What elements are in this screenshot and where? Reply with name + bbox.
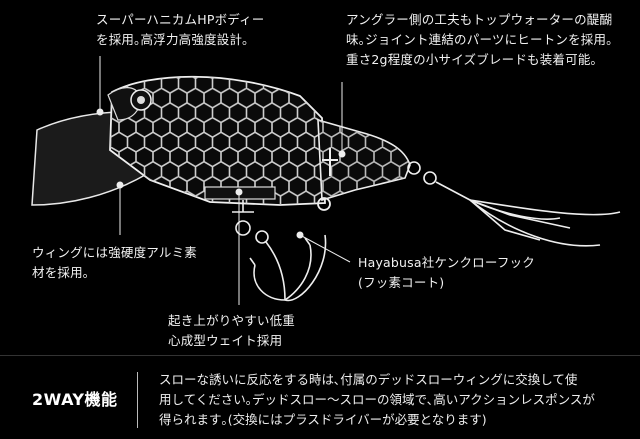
callout-weight-line2: 心成型ウェイト採用 (168, 333, 283, 348)
callout-wing: ウィングには強硬度アルミ素 材を採用｡ (32, 243, 197, 283)
callout-joint-line1: アングラー側の工夫もトップウォーターの醍醐 (346, 12, 613, 27)
callout-joint-line3: 重さ2g程度の小サイズブレードも装着可能｡ (346, 52, 597, 67)
belly-hook (232, 200, 327, 302)
feature-title: 2WAY機能 (32, 390, 118, 409)
callout-weight-line1: 起き上がりやすい低重 (168, 313, 296, 328)
callout-joint-line2: 味｡ジョイント連結のパーツにヒートンを採用｡ (346, 32, 613, 47)
callout-body: スーパーハニカムHPボディー を採用｡高浮力高強度設計｡ (96, 10, 265, 50)
callout-joint: アングラー側の工夫もトップウォーターの醍醐 味｡ジョイント連結のパーツにヒートン… (346, 10, 613, 70)
callout-wing-line2: 材を採用｡ (32, 265, 90, 280)
feature-line2: 用してください｡デッドスロー〜スローの領域で､高いアクションレスポンスが (159, 392, 595, 407)
callout-wing-line1: ウィングには強硬度アルミ素 (32, 245, 197, 260)
feature-separator (137, 372, 138, 428)
callout-body-line2: を採用｡高浮力高強度設計｡ (96, 32, 249, 47)
callout-hook-line1: Hayabusa社ケンクローフック (358, 255, 535, 270)
callout-body-line1: スーパーハニカムHPボディー (96, 12, 265, 27)
honeycomb-body (107, 75, 326, 206)
callout-hook-line2: (フッ素コート) (358, 275, 445, 290)
tail-section (317, 118, 411, 211)
tail-hook (407, 161, 621, 247)
callout-weight: 起き上がりやすい低重 心成型ウェイト採用 (168, 311, 295, 351)
feature-line1: スローな誘いに反応をする時は､付属のデッドスローウィングに交換して使 (159, 372, 578, 387)
feature-line3: 得られます｡(交換にはプラスドライバーが必要となります) (159, 412, 487, 427)
section-divider (0, 355, 640, 356)
callout-hook: Hayabusa社ケンクローフック (フッ素コート) (358, 253, 535, 293)
feature-description: スローな誘いに反応をする時は､付属のデッドスローウィングに交換して使 用してくだ… (159, 370, 595, 430)
